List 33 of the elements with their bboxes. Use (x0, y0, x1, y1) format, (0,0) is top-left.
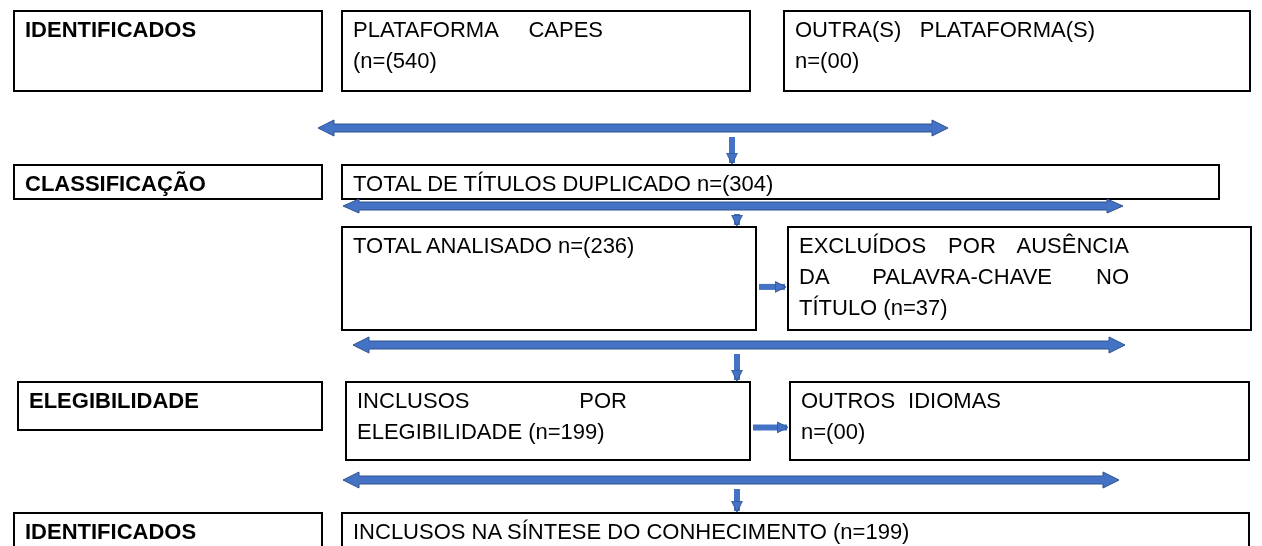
process-box (789, 381, 1250, 461)
arrow (726, 137, 738, 165)
box-text: INCLUSOS POR ELEGIBILIDADE (n=199) (357, 387, 627, 446)
stage-label: ELEGIBILIDADE (29, 387, 200, 415)
arrow (731, 489, 743, 513)
distribution-bar (353, 335, 1125, 355)
box-text: INCLUSOS NA SÍNTESE DO CONHECIMENTO (n=199) (353, 518, 911, 546)
box-text: EXCLUÍDOS POR AUSÊNCIA DA PALAVRA-CHAVE NO TÍTULO (n=37) (799, 232, 1129, 322)
arrow (759, 281, 787, 293)
distribution-bar (318, 118, 948, 138)
distribution-bar (343, 470, 1119, 490)
box-text: PLATAFORMA CAPES (n=(540) (353, 16, 603, 75)
process-box (345, 381, 751, 461)
stage-label-box (17, 381, 323, 431)
box-text: TOTAL DE TÍTULOS DUPLICADO n=(304) (353, 170, 775, 198)
box-text: OUTROS IDIOMAS n=(00) (801, 387, 1001, 446)
arrow (753, 421, 789, 434)
process-box (787, 226, 1252, 331)
process-box (341, 164, 1220, 200)
stage-label: IDENTIFICADOS (25, 518, 198, 546)
stage-label-box (13, 164, 323, 200)
distribution-bar (343, 197, 1123, 215)
process-box (341, 10, 751, 92)
box-text: TOTAL ANALISADO n=(236) (353, 232, 636, 260)
box-text: OUTRA(S) PLATAFORMA(S) n=(00) (795, 16, 1095, 75)
stage-label-box (13, 512, 323, 546)
stage-label: CLASSIFICAÇÃO (25, 170, 207, 198)
process-box (783, 10, 1251, 92)
process-box (341, 512, 1250, 546)
process-box (341, 226, 757, 331)
stage-label-box (13, 10, 323, 92)
stage-label: IDENTIFICADOS (25, 16, 198, 44)
arrow (731, 354, 743, 382)
